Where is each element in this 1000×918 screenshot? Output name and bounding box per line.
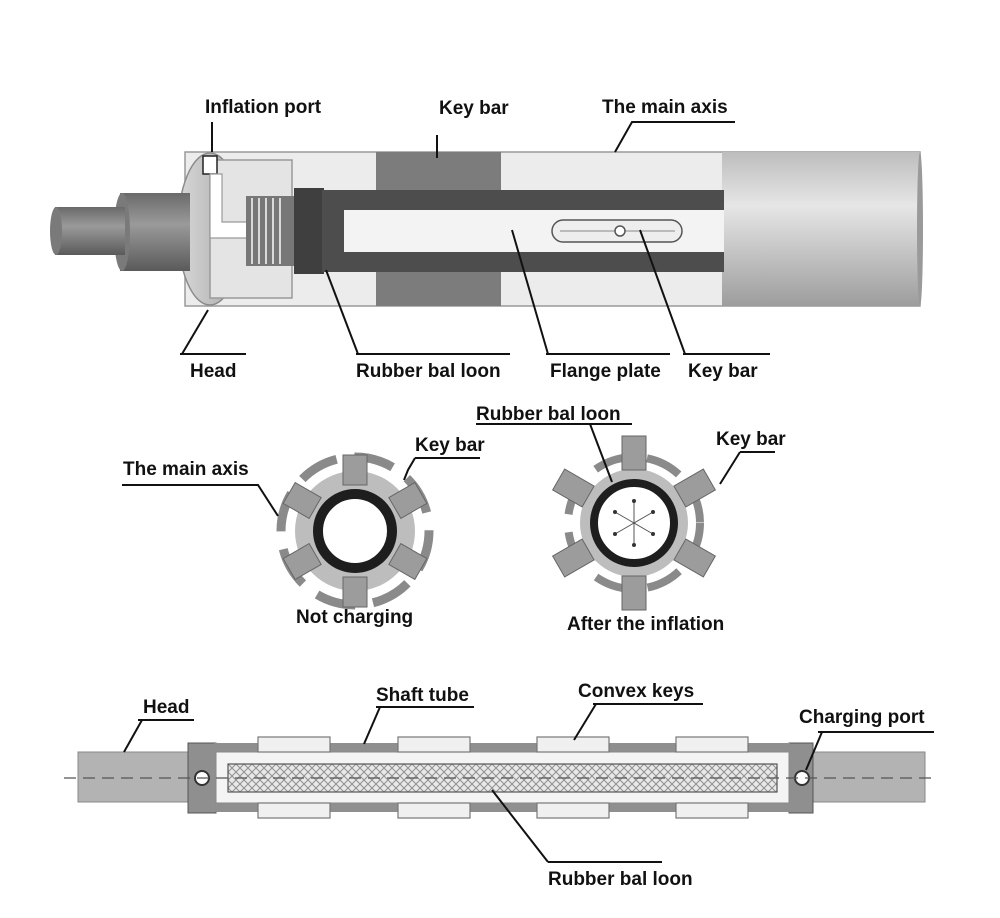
label-main-axis-left: The main axis	[123, 459, 249, 480]
top-view: Inflation port Key bar The main axis Hea…	[50, 97, 923, 382]
label-main-axis-top: The main axis	[602, 97, 728, 118]
label-head-top: Head	[190, 361, 236, 382]
label-key-bar-bottom: Key bar	[688, 361, 758, 382]
label-rubber-balloon-top: Rubber bal loon	[356, 361, 501, 382]
shaft-stub-large	[120, 193, 190, 271]
caption-after-inflation: After the inflation	[567, 614, 724, 635]
cross-section-not-charging	[276, 452, 434, 610]
bottom-view: Head Shaft tube Convex keys Charging por…	[64, 681, 938, 890]
threaded-coupling	[246, 196, 296, 266]
right-shaft-stub	[809, 751, 926, 803]
convex-keys-top	[257, 736, 749, 753]
main-axis-ring-right	[564, 453, 704, 593]
key-bars-left	[282, 454, 428, 608]
inflation-arrows	[614, 501, 654, 545]
label-convex-keys: Convex keys	[578, 681, 694, 702]
key-bar-top-block	[376, 152, 501, 190]
shaft-tube-top-wall	[214, 743, 790, 752]
label-head-bottom: Head	[143, 697, 189, 718]
label-shaft-tube: Shaft tube	[376, 685, 469, 706]
rubber-balloon-ring-left	[313, 489, 397, 573]
coupling-threads	[251, 198, 281, 264]
label-rubber-balloon-bottom: Rubber bal loon	[548, 869, 693, 890]
cross-section-after-inflation	[551, 435, 717, 611]
shaft-stub-small	[55, 207, 125, 255]
label-key-bar-top: Key bar	[439, 98, 509, 119]
shaft-tube-bottom-wall	[214, 803, 790, 812]
caption-not-charging: Not charging	[296, 607, 413, 628]
label-charging-port: Charging port	[799, 707, 925, 728]
label-rubber-balloon-middle: Rubber bal loon	[476, 404, 621, 425]
coupling-collar	[294, 188, 324, 274]
main-axis-solid-end	[722, 152, 920, 306]
key-bars-right	[551, 435, 717, 611]
label-key-bar-right: Key bar	[716, 429, 786, 450]
label-key-bar-left: Key bar	[415, 435, 485, 456]
left-shaft-stub	[77, 751, 191, 803]
convex-keys-bottom	[257, 802, 749, 819]
main-axis-end-cap	[917, 152, 923, 306]
key-bar-bottom-block	[376, 272, 501, 306]
cross-sections: The main axis Key bar Not charging Rubbe…	[122, 404, 786, 635]
label-flange-plate: Flange plate	[550, 361, 661, 382]
label-inflation-port: Inflation port	[205, 97, 322, 118]
key-bar-pin	[614, 225, 626, 237]
inflation-arrow-tips	[613, 499, 655, 547]
inflation-port-valve	[202, 155, 218, 175]
shaft-stub-small-face	[50, 207, 62, 255]
